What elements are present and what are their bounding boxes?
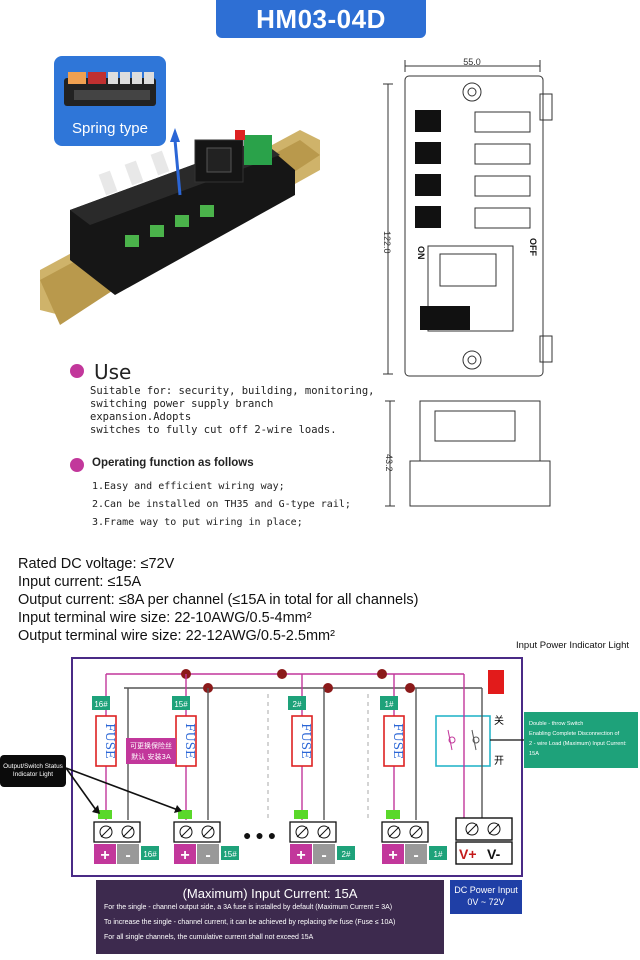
- channel-bottom-label: 15#: [223, 850, 237, 859]
- diagram-frame: [71, 657, 523, 877]
- spec-line: Input current: ≤15A: [18, 574, 142, 590]
- output-indicator-callout: Output/Switch Status Indicator Light: [0, 755, 66, 787]
- v-minus-label: V-: [487, 846, 501, 862]
- output-status-led: [294, 810, 308, 819]
- double-throw-callout: Double - throw Switch Enabling Complete …: [524, 712, 638, 768]
- input-current-title: (Maximum) Input Current: 15A: [182, 886, 358, 901]
- product-photo: [40, 128, 320, 325]
- plus-label: +: [388, 847, 397, 864]
- dc-power-line: 0V ~ 72V: [467, 897, 505, 907]
- fuse-label: FUSE: [183, 723, 197, 758]
- fuse-label: FUSE: [391, 723, 405, 758]
- spring-terminal-thumbnail: [64, 72, 156, 106]
- fuse-note-line: 默认 安装3A: [131, 752, 171, 761]
- spring-type-label: Spring type: [72, 120, 148, 137]
- double-throw-line: Enabling Complete Disconnection of: [529, 731, 620, 737]
- model-title: HM03-04D: [216, 0, 426, 38]
- depth-dimension: 43.2: [384, 454, 394, 472]
- channel-bottom-label: 2#: [342, 850, 351, 859]
- input-indicator-label: Input Power Indicator Light: [516, 640, 630, 651]
- use-bullet-icon: [70, 364, 84, 378]
- operating-item: 3.Frame way to put wiring in place;: [92, 517, 303, 528]
- fuse-icon: [383, 715, 405, 767]
- drawing-off-label: OFF: [528, 238, 538, 256]
- spec-line: Output terminal wire size: 22-12AWG/0.5-…: [18, 628, 335, 644]
- channel-top-label: 2#: [293, 700, 302, 709]
- fuse-note-line: 可更换保险丝: [130, 741, 172, 750]
- double-throw-line: Double - throw Switch: [529, 721, 584, 727]
- drawing-on-label: ON: [416, 246, 426, 260]
- use-heading: Use: [94, 360, 132, 384]
- plus-label: +: [100, 847, 109, 864]
- channel-0: 16# FUSE +- 16#: [92, 674, 159, 864]
- output-status-led: [386, 810, 400, 819]
- use-line: switches to fully cut off 2-wire loads.: [90, 424, 337, 436]
- input-power-indicator-light: [488, 670, 504, 694]
- operating-heading: Operating function as follows: [92, 457, 254, 469]
- note-line: To increase the single - channel current…: [104, 919, 396, 926]
- use-line: Suitable for: security, building, monito…: [90, 385, 375, 397]
- switch-off-label: 关: [494, 714, 504, 727]
- spec-line: Rated DC voltage: ≤72V: [18, 556, 175, 572]
- channel-bottom-label: 16#: [143, 850, 157, 859]
- minus-label: -: [413, 847, 418, 864]
- technical-drawing: 55.0 122.0 43.2 ON OFF: [382, 57, 553, 507]
- switch-on-label: 开: [494, 756, 504, 767]
- use-description: Suitable for: security, building, monito…: [90, 385, 380, 437]
- channel-1: 15# FUSE +- 15#: [172, 674, 239, 864]
- spec-line: Output current: ≤8A per channel (≤15A in…: [18, 592, 419, 608]
- channel-ellipsis: ● ● ●: [243, 827, 276, 843]
- dc-power-line: DC Power Input: [454, 885, 518, 895]
- channel-top-label: 1#: [385, 700, 394, 709]
- output-indicator-line: Output/Switch Status: [3, 763, 63, 770]
- use-line: switching power supply branch expansion.…: [90, 398, 274, 423]
- channel-top-label: 15#: [174, 700, 188, 709]
- width-dimension: 55.0: [463, 57, 481, 67]
- note-line: For all single channels, the cumulative …: [104, 934, 314, 941]
- fuse-icon: [291, 715, 313, 767]
- spec-line: Input terminal wire size: 22-10AWG/0.5-4…: [18, 610, 312, 626]
- wiring-diagram: 16#FUSE+-16#15#FUSE+-15#2#FUSE+-2#1#FUSE…: [65, 657, 524, 877]
- note-line: For the single - channel output side, a …: [104, 904, 393, 911]
- channel-bottom-label: 1#: [434, 850, 443, 859]
- operating-bullet-icon: [70, 458, 84, 472]
- channels: 16#FUSE+-16#15#FUSE+-15#2#FUSE+-2#1#FUSE…: [92, 674, 447, 864]
- output-status-led: [98, 810, 112, 819]
- input-current-note: (Maximum) Input Current: 15A For the sin…: [96, 880, 444, 954]
- channel-2: 2# FUSE +- 2#: [288, 674, 355, 864]
- double-throw-line: 2 - wire Load (Maximum) Input Current: 1…: [529, 741, 627, 757]
- plus-label: +: [296, 847, 305, 864]
- minus-label: -: [321, 847, 326, 864]
- channel-top-label: 16#: [94, 700, 108, 709]
- channel-3: 1# FUSE +- 1#: [380, 674, 447, 864]
- operating-item: 1.Easy and efficient wiring way;: [92, 481, 285, 492]
- output-indicator-line: Indicator Light: [12, 771, 54, 778]
- v-plus-label: V+: [459, 846, 477, 862]
- fuse-label: FUSE: [299, 723, 313, 758]
- minus-label: -: [125, 847, 130, 864]
- plus-label: +: [180, 847, 189, 864]
- fuse-icon: [95, 715, 117, 767]
- height-dimension: 122.0: [382, 231, 392, 254]
- operating-item: 2.Can be installed on TH35 and G-type ra…: [92, 499, 351, 510]
- output-status-led: [178, 810, 192, 819]
- power-input-terminal: [455, 817, 513, 841]
- minus-label: -: [205, 847, 210, 864]
- spring-type-card: [54, 56, 166, 146]
- double-throw-switch: [435, 715, 491, 767]
- fuse-label: FUSE: [103, 723, 117, 758]
- dc-power-input-box: DC Power Input 0V ~ 72V: [450, 880, 522, 914]
